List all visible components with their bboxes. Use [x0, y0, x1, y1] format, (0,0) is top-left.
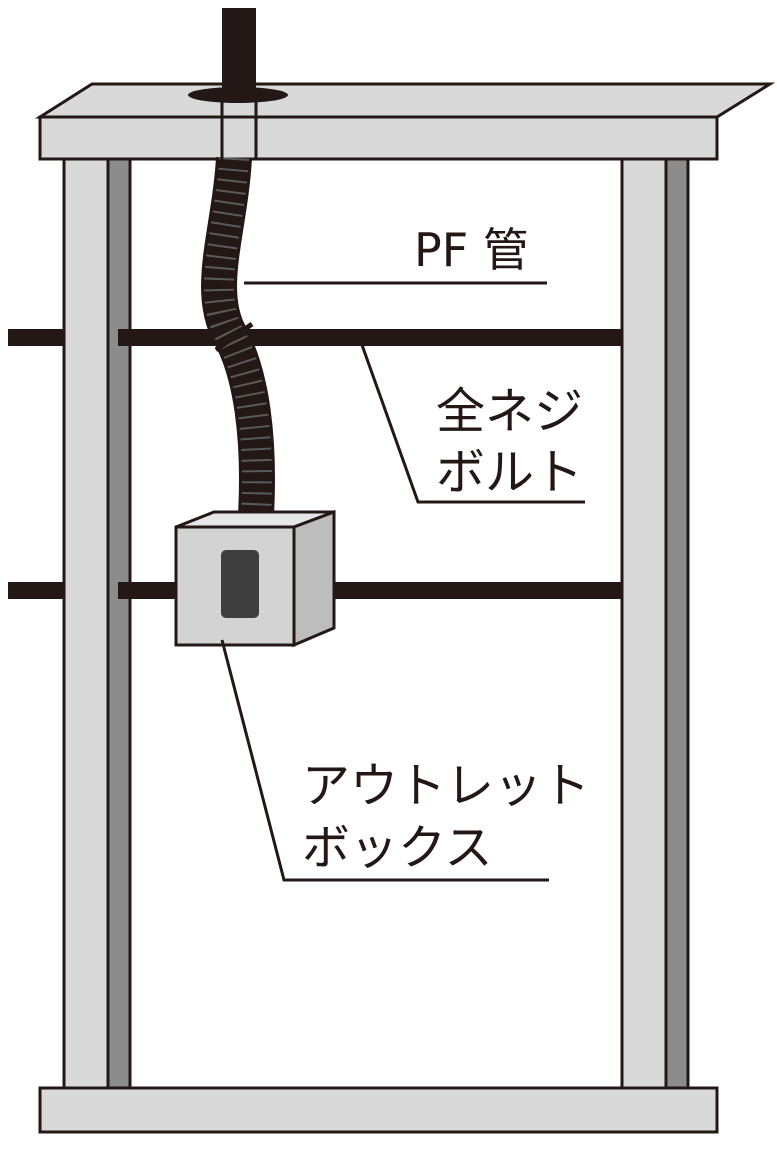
pipe-clip — [214, 321, 254, 353]
label-outlet-box-2: ボックス — [302, 820, 493, 876]
left-stud — [62, 156, 132, 1090]
label-pf-pipe: PF 管 — [414, 223, 529, 277]
bolt-leader — [360, 344, 585, 504]
outlet-box — [174, 509, 336, 648]
top-plate — [34, 82, 776, 161]
outlet-box-window — [221, 550, 259, 618]
outlet-box-leader — [220, 639, 549, 882]
pf-pipe — [201, 8, 275, 516]
label-full-thread-bolt-2: ボルト — [436, 444, 583, 501]
label-full-thread-bolt-1: 全ネジ — [436, 383, 583, 440]
label-outlet-box-1: アウトレット — [302, 758, 590, 814]
bottom-plate — [38, 1086, 719, 1134]
right-stud — [620, 156, 690, 1090]
